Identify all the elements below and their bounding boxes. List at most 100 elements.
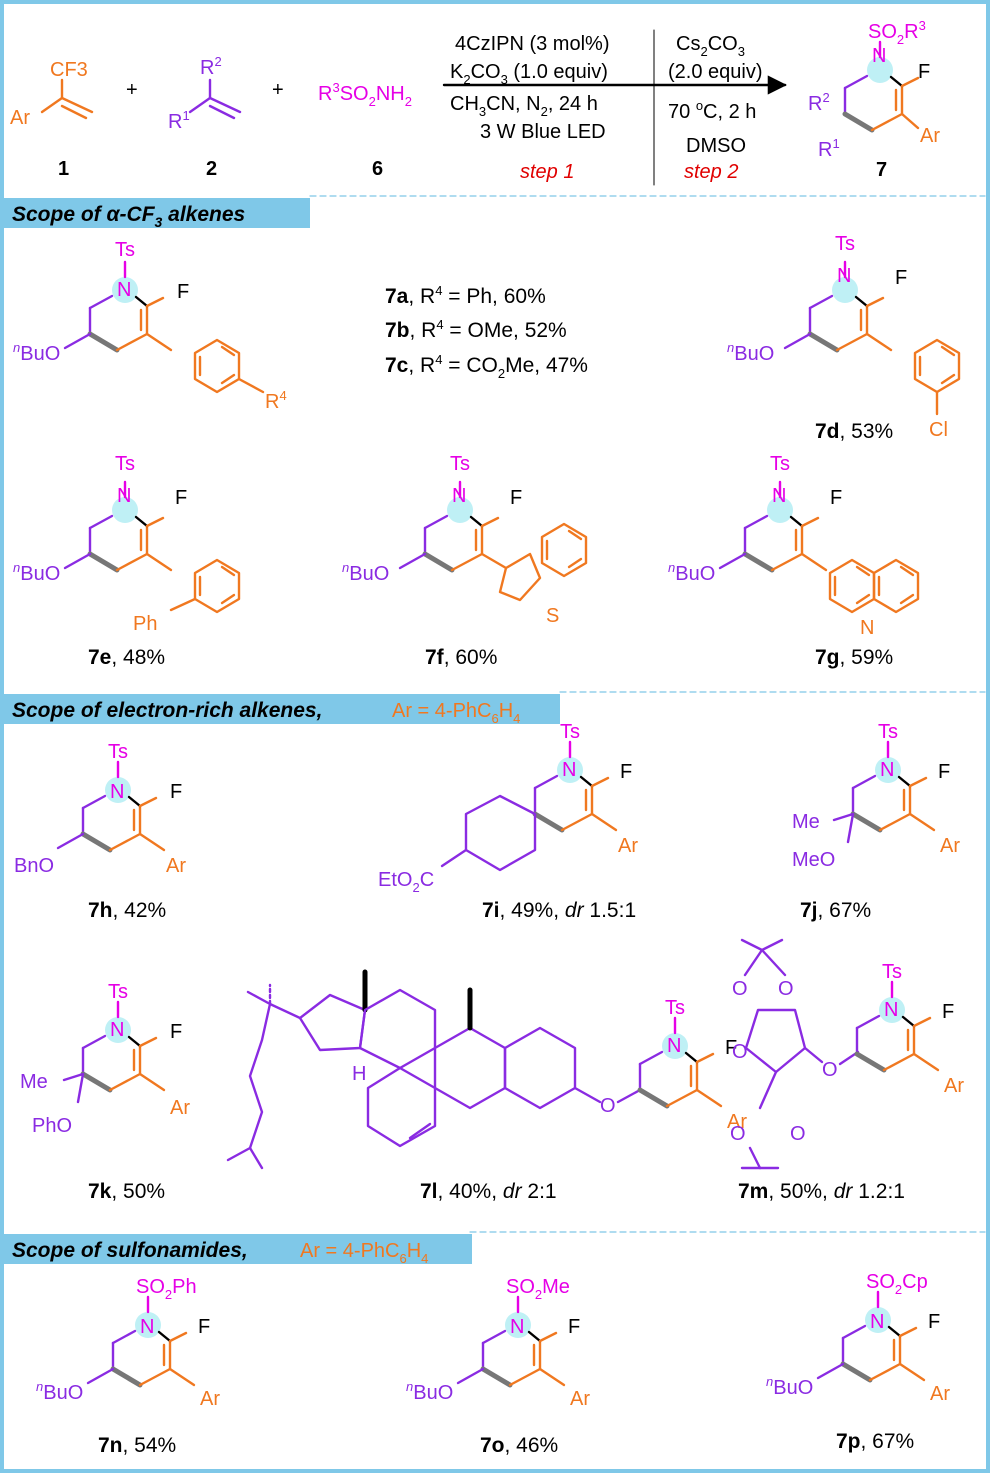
ar-label: Ar [166, 855, 186, 877]
ar-label: Ar [930, 1383, 950, 1405]
reagent-2: K2CO3 (1.0 equiv) [450, 61, 608, 87]
reagent-3: CH3CN, N2, 24 h [450, 93, 598, 119]
f-atom: F [198, 1316, 210, 1338]
ar-label-7: Ar [920, 125, 940, 147]
compound-number-1: 1 [58, 158, 69, 180]
ts-label: Ts [835, 233, 855, 255]
n-atom: N [562, 759, 576, 781]
compound-7l: H O [226, 969, 642, 1170]
compound-7k: N Ts F Ar Me PhO [20, 981, 190, 1137]
compound-2: R2 R1 2 [168, 54, 242, 180]
nbuo-label: nBuO [342, 560, 389, 585]
entry-7l: 7l, 40%, dr 2:1 [420, 1180, 557, 1203]
entry-7c: 7c, R4 = CO2Me, 47% [385, 352, 588, 381]
ts-label: Ts [770, 453, 790, 475]
section-3-header-bg [4, 1234, 472, 1264]
r2-label: R2 [200, 54, 222, 79]
entry-7j: 7j, 67% [800, 899, 871, 922]
section-2-header: Scope of electron-rich alkenes, [12, 699, 322, 722]
sulfonamide-label: R3SO2NH2 [318, 80, 412, 109]
entry-7h: 7h, 42% [88, 899, 166, 922]
reagent-8: DMSO [686, 135, 746, 157]
f-atom: F [620, 761, 632, 783]
compound-number-6: 6 [372, 158, 383, 180]
ts-label: Ts [108, 981, 128, 1003]
reagent-6: (2.0 equiv) [668, 61, 763, 83]
meo-label: MeO [792, 849, 835, 871]
compound-7m: O O O O O O [730, 938, 860, 1170]
r4-label: R4 [265, 388, 287, 413]
f-atom: F [895, 267, 907, 289]
so2cp-label: SO2Cp [866, 1271, 928, 1297]
n-atom: N [140, 1316, 154, 1338]
bno-label: BnO [14, 855, 54, 877]
so2me-label: SO2Me [506, 1276, 570, 1302]
section-2-ar: Ar = 4-PhC6H4 [392, 700, 520, 726]
f-atom: F [170, 781, 182, 803]
o-atom: O [732, 978, 748, 1000]
nbuo-label: nBuO [36, 1379, 83, 1404]
ts-label: Ts [115, 239, 135, 261]
o-atom: O [822, 1059, 838, 1081]
entry-7f: 7f, 60% [425, 646, 497, 669]
nbuo-label: nBuO [406, 1379, 453, 1404]
f-atom: F [510, 487, 522, 509]
section-2-header-bg [4, 694, 560, 724]
step-2-label: step 2 [684, 161, 738, 183]
compound-number-7: 7 [876, 159, 887, 181]
n-atom: N [117, 279, 131, 301]
plus-sign-2: + [272, 79, 284, 101]
reaction-scheme: CF3 Ar 1 + R2 R1 2 + R3SO2NH2 6 4CzIPN ( [10, 18, 940, 186]
entry-7e: 7e, 48% [88, 646, 165, 669]
ar-label: Ar [10, 107, 30, 129]
compound-7m-ring: N Ts F Ar [857, 961, 964, 1097]
n-atom: N [110, 1019, 124, 1041]
s-atom: S [546, 605, 559, 627]
quinoline-n: N [860, 617, 874, 639]
n-atom: N [880, 759, 894, 781]
entry-7m: 7m, 50%, dr 1.2:1 [738, 1180, 905, 1203]
compound-7n: N SO2Ph F nBuO Ar [36, 1276, 220, 1410]
me-label: Me [20, 1071, 48, 1093]
cf3-label: CF3 [50, 59, 88, 81]
reagent-7: 70 oC, 2 h [668, 98, 756, 123]
entry-7a: 7a, R4 = Ph, 60% [385, 283, 546, 308]
nbuo-label: nBuO [13, 560, 60, 585]
ts-label: Ts [878, 721, 898, 743]
f-atom: F [568, 1316, 580, 1338]
r2-label-7: R2 [808, 90, 830, 115]
f-atom: F [725, 1037, 737, 1059]
f-atom: F [928, 1311, 940, 1333]
nbuo-label: nBuO [766, 1374, 813, 1399]
compound-7p: N SO2Cp F nBuO Ar [766, 1271, 950, 1405]
pho-label: PhO [32, 1115, 72, 1137]
ar-label: Ar [944, 1075, 964, 1097]
o-atom: O [778, 978, 794, 1000]
compound-7d: N Ts F nBuO Cl [727, 233, 961, 441]
ar-label: Ar [618, 835, 638, 857]
f-atom: F [175, 487, 187, 509]
n-atom: N [772, 485, 786, 507]
compound-7o: N SO2Me F nBuO Ar [406, 1276, 590, 1410]
o-atom: O [600, 1095, 616, 1117]
ph-label: Ph [133, 613, 157, 635]
nbuo-label: nBuO [13, 340, 60, 365]
n-atom: N [837, 265, 851, 287]
entry-7d: 7d, 53% [815, 420, 893, 443]
compound-1: CF3 Ar 1 [10, 59, 94, 180]
eto2c-label: EtO2C [378, 869, 434, 895]
entry-7n: 7n, 54% [98, 1434, 176, 1457]
ar-label: Ar [727, 1111, 747, 1133]
compound-6: R3SO2NH2 6 [318, 80, 412, 180]
ts-label: Ts [882, 961, 902, 983]
compound-7h: N Ts F BnO Ar [14, 741, 186, 877]
section-3-ar: Ar = 4-PhC6H4 [300, 1240, 428, 1266]
ar-label: Ar [940, 835, 960, 857]
n-atom: N [117, 485, 131, 507]
entry-7k: 7k, 50% [88, 1180, 165, 1203]
o-atom: O [790, 1123, 806, 1145]
reagent-5: Cs2CO3 [676, 33, 745, 59]
compound-7a-c: N Ts F nBuO R4 [13, 239, 287, 413]
